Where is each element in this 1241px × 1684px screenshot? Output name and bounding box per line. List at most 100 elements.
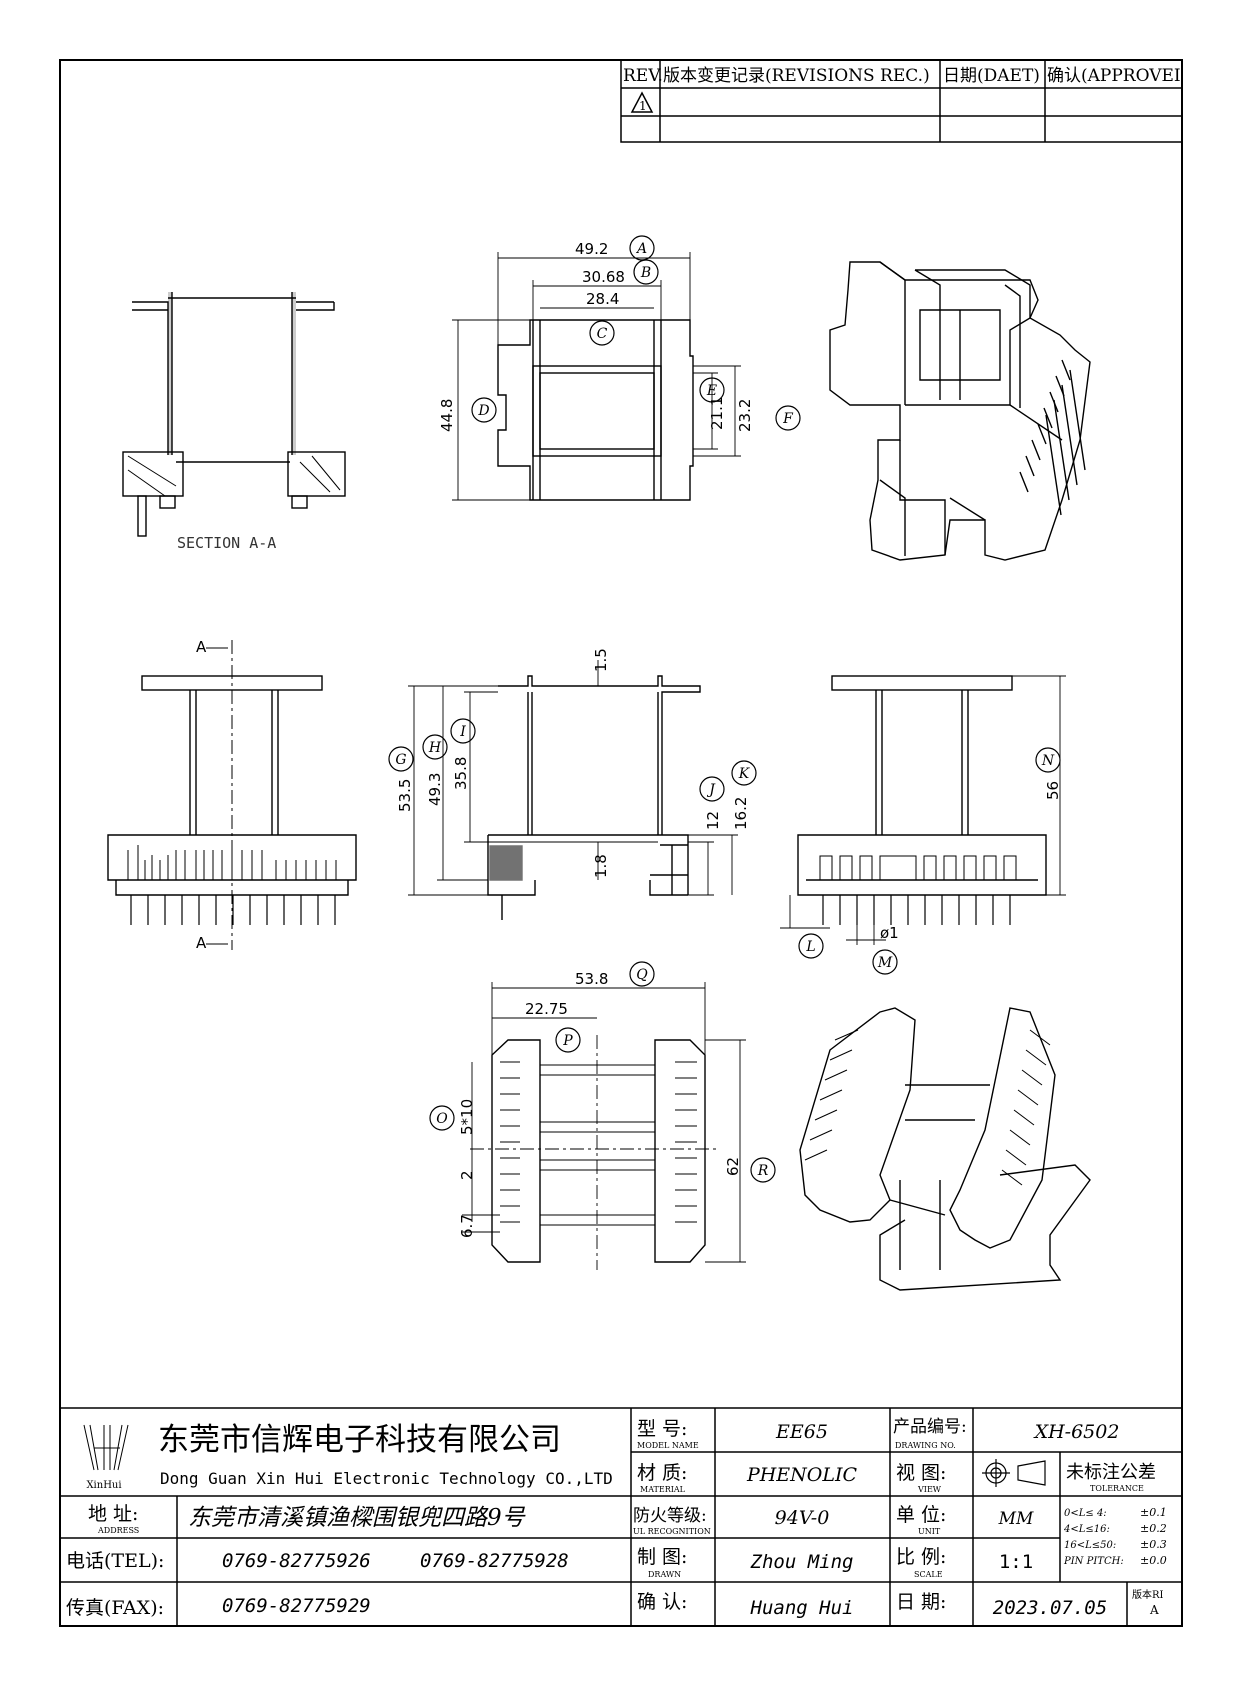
fax: 0769-82775929 bbox=[222, 1595, 371, 1617]
scale-label: 比 例: bbox=[896, 1546, 946, 1568]
dim-j: 12 bbox=[704, 811, 722, 830]
material-label: 材 质: bbox=[637, 1462, 687, 1484]
callout-e: E bbox=[706, 383, 717, 399]
material-label-en: MATERIAL bbox=[640, 1485, 686, 1494]
date-label: 日 期: bbox=[896, 1591, 946, 1613]
dim-o: 5*10 bbox=[458, 1099, 476, 1135]
rec-header: 版本变更记录(REVISIONS REC.) bbox=[663, 66, 930, 86]
tol-range-2: 4<L≤16: bbox=[1063, 1524, 1110, 1535]
date-header: 日期(DAET) bbox=[943, 66, 1040, 86]
dim-f: 23.2 bbox=[736, 399, 754, 432]
unit: MM bbox=[998, 1509, 1034, 1529]
callout-i: I bbox=[459, 724, 466, 740]
callouts bbox=[388, 235, 1061, 1183]
dim-pin-offset: 6.7 bbox=[458, 1214, 476, 1238]
dim-bottom-flange: 1.8 bbox=[592, 854, 610, 878]
tolerance-label: 未标注公差 bbox=[1066, 1462, 1156, 1483]
material: PHENOLIC bbox=[746, 1464, 858, 1486]
version: A bbox=[1149, 1603, 1159, 1617]
dim-c: 28.4 bbox=[586, 290, 619, 308]
model-label-en: MODEL NAME bbox=[637, 1441, 699, 1450]
revision-triangle-icon bbox=[630, 91, 654, 113]
drawing-no-label-en: DRAWING NO. bbox=[895, 1441, 956, 1450]
dim-n: 56 bbox=[1044, 781, 1062, 800]
callout-o: O bbox=[436, 1111, 448, 1127]
tol-range-1: 0<L≤ 4: bbox=[1064, 1508, 1107, 1519]
top-view bbox=[452, 252, 741, 501]
approve-header: 确认(APPROVEI bbox=[1047, 66, 1181, 86]
callout-j: J bbox=[706, 782, 716, 798]
dim-b: 30.68 bbox=[582, 268, 625, 286]
callout-f: F bbox=[782, 411, 794, 427]
callout-n: N bbox=[1041, 753, 1055, 769]
callout-k: K bbox=[738, 766, 751, 782]
callout-g: G bbox=[395, 752, 406, 768]
sheet-border bbox=[59, 59, 1183, 1627]
section-label: SECTION A-A bbox=[177, 534, 276, 552]
callout-r: R bbox=[757, 1163, 769, 1179]
scale: 1:1 bbox=[999, 1551, 1033, 1573]
tol-range-3: 16<L≤50: bbox=[1064, 1540, 1116, 1551]
drawn-label: 制 图: bbox=[637, 1546, 687, 1568]
view-label: 视 图: bbox=[896, 1462, 946, 1484]
section-view bbox=[122, 292, 346, 537]
dim-r: 62 bbox=[724, 1157, 742, 1176]
confirm-label: 确 认: bbox=[637, 1591, 687, 1613]
callout-m: M bbox=[877, 955, 893, 971]
tol-value-1: ±0.1 bbox=[1140, 1506, 1167, 1519]
ul-label: 防火等级: bbox=[633, 1506, 707, 1526]
callout-b: B bbox=[640, 265, 651, 281]
title-block bbox=[59, 1407, 1183, 1627]
dim-q: 53.8 bbox=[575, 970, 608, 988]
ul-label-en: UL RECOGNITION bbox=[633, 1527, 711, 1536]
rev-mark: 1 bbox=[639, 99, 647, 113]
callout-p: P bbox=[562, 1033, 573, 1049]
tel-label: 电话(TEL): bbox=[66, 1550, 164, 1572]
version-label: 版本RI bbox=[1132, 1588, 1164, 1601]
scale-label-en: SCALE bbox=[914, 1570, 943, 1579]
dim-g: 53.5 bbox=[396, 779, 414, 812]
callout-c: C bbox=[597, 326, 608, 342]
fax-label: 传真(FAX): bbox=[66, 1597, 164, 1619]
drawing-no-label: 产品编号: bbox=[893, 1417, 967, 1437]
address-label: 地 址: bbox=[88, 1503, 138, 1525]
tol-value-3: ±0.3 bbox=[1140, 1538, 1167, 1551]
dim-k: 16.2 bbox=[732, 797, 750, 830]
tol-value-2: ±0.2 bbox=[1140, 1522, 1167, 1535]
dim-p: 22.75 bbox=[525, 1000, 568, 1018]
callout-a: A bbox=[635, 241, 647, 257]
drawing-no: XH-6502 bbox=[1033, 1421, 1120, 1443]
tol-range-4: PIN PITCH: bbox=[1063, 1556, 1124, 1567]
isometric-view-top bbox=[829, 261, 1091, 561]
section-mark-bottom: A bbox=[196, 934, 207, 952]
side-view bbox=[408, 660, 738, 920]
dim-i: 35.8 bbox=[452, 757, 470, 790]
projection-symbol-icon bbox=[982, 1459, 1046, 1487]
isometric-view-bottom bbox=[799, 1007, 1091, 1291]
section-mark-top: A bbox=[196, 638, 207, 656]
dim-m: ø1 bbox=[880, 924, 899, 942]
callout-d: D bbox=[477, 403, 489, 419]
dim-e: 21.1 bbox=[708, 397, 726, 430]
tel1: 0769-82775926 bbox=[222, 1550, 371, 1572]
tol-value-4: ±0.0 bbox=[1140, 1554, 1167, 1567]
callout-q: Q bbox=[636, 967, 648, 983]
logo-text: XinHui bbox=[86, 1480, 121, 1491]
dim-pitch: 2 bbox=[458, 1170, 476, 1180]
company-en: Dong Guan Xin Hui Electronic Technology … bbox=[160, 1469, 613, 1488]
dim-h: 49.3 bbox=[426, 773, 444, 806]
callout-h: H bbox=[428, 740, 442, 756]
rev-header: REV. bbox=[623, 66, 663, 86]
callout-l: L bbox=[805, 939, 815, 955]
revision-table bbox=[620, 59, 1183, 143]
tel2: 0769-82775928 bbox=[420, 1550, 569, 1572]
front-view-section bbox=[107, 640, 357, 950]
company-cn: 东莞市信辉电子科技有限公司 bbox=[158, 1422, 561, 1458]
date: 2023.07.05 bbox=[993, 1597, 1107, 1619]
model: EE65 bbox=[775, 1421, 828, 1443]
back-view bbox=[780, 675, 1066, 945]
drawn-label-en: DRAWN bbox=[648, 1570, 681, 1579]
model-label: 型 号: bbox=[637, 1418, 687, 1440]
address-label-en: ADDRESS bbox=[97, 1526, 139, 1535]
